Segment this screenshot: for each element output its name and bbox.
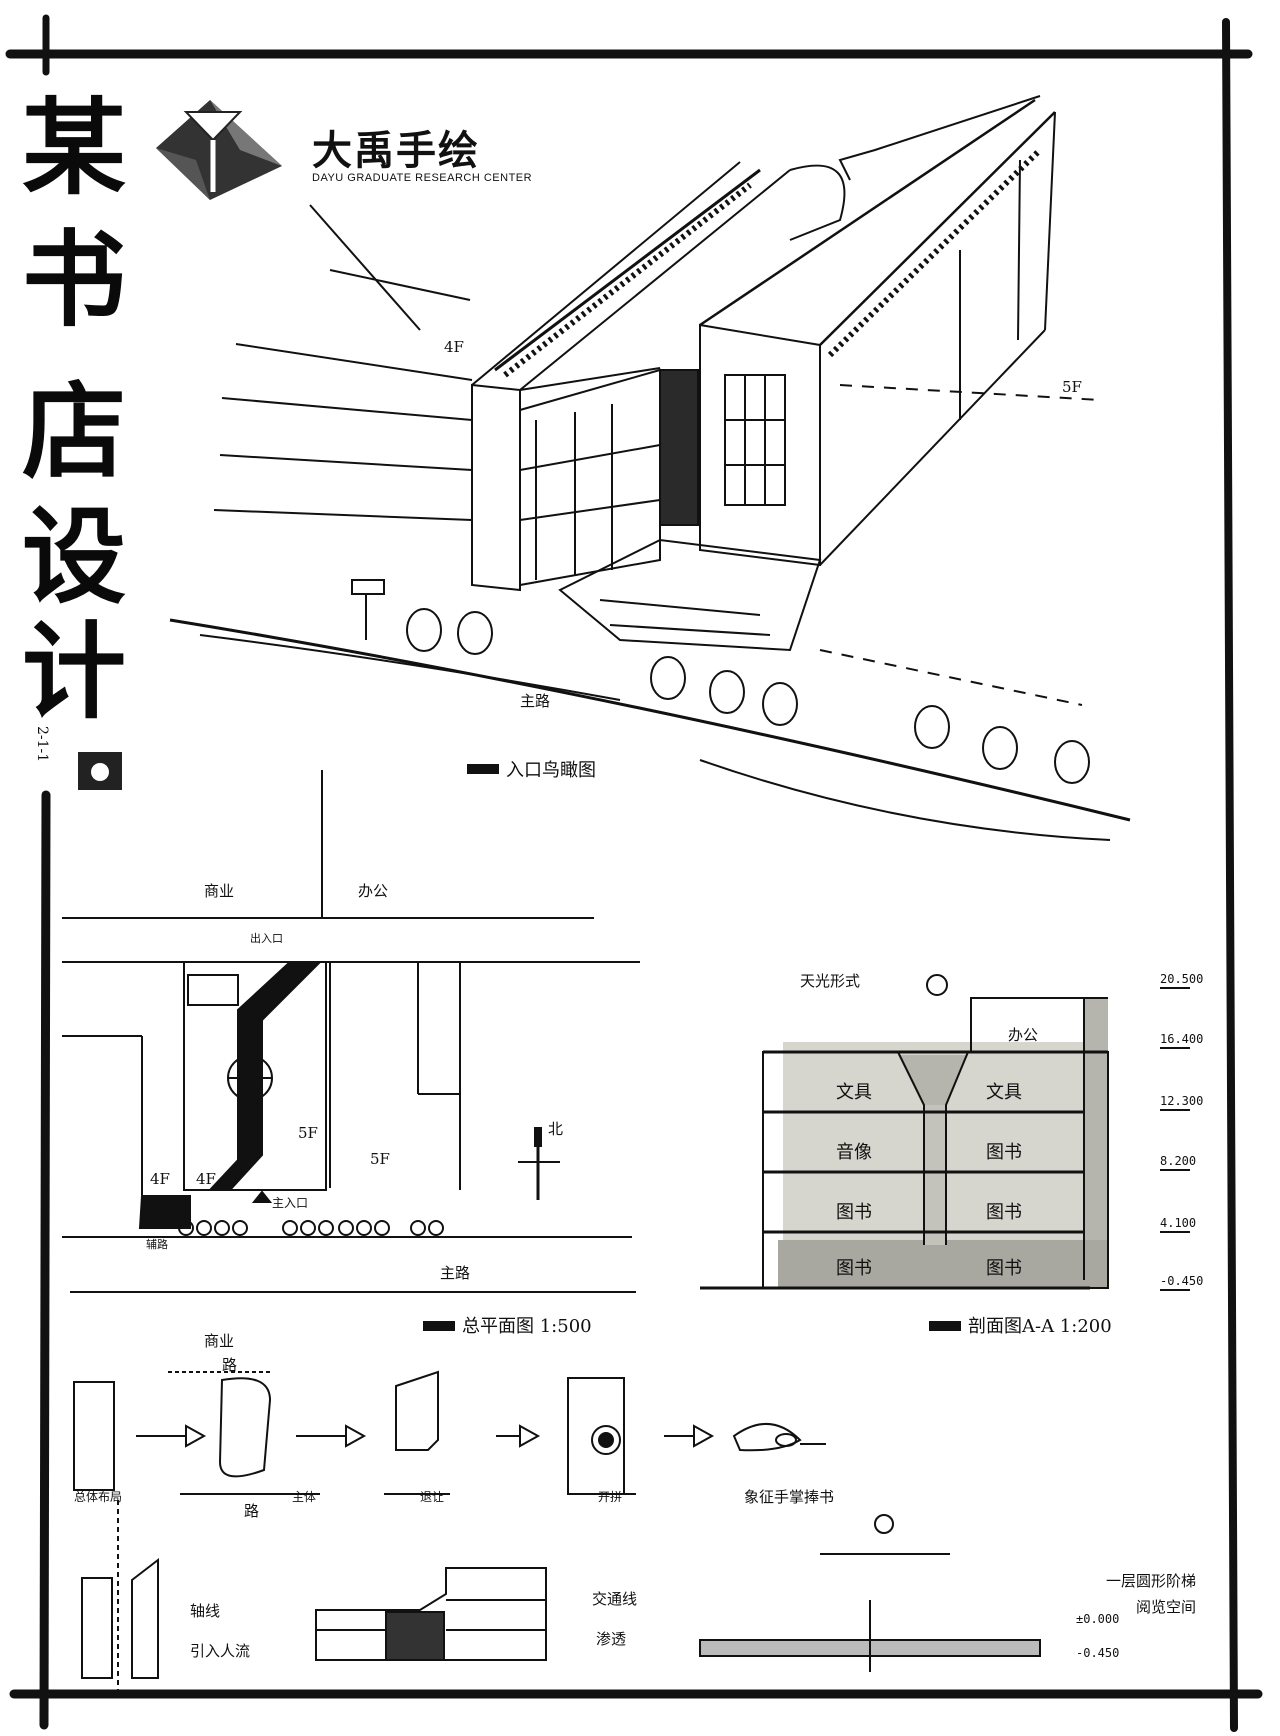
concept-interior-label: 一层圆形阶梯 xyxy=(1106,1572,1197,1590)
section-room-6: 图书 xyxy=(986,1202,1022,1223)
logo-mark xyxy=(156,100,282,200)
title-char-4: 设 xyxy=(22,495,127,618)
concept-top-label: 商业 xyxy=(204,1332,235,1350)
site-label-office: 办公 xyxy=(358,882,389,900)
elevation-1: 20.500 xyxy=(1160,972,1204,986)
elevation-2: 16.400 xyxy=(1160,1032,1204,1046)
concept-flow-label: 交通线 xyxy=(592,1590,638,1608)
site-label-5f: 5F xyxy=(370,1150,390,1168)
section-room-2: 文具 xyxy=(986,1082,1022,1103)
concept-label-1: 总体布局 xyxy=(74,1490,123,1504)
site-plan-drawing xyxy=(62,770,640,1331)
section-room-7: 图书 xyxy=(836,1258,872,1279)
elevation-4: 8.200 xyxy=(1160,1154,1197,1168)
elevation-6: -0.450 xyxy=(1160,1274,1204,1288)
site-plan-caption: 总平面图 1:500 xyxy=(462,1316,592,1337)
section-room-5: 图书 xyxy=(836,1202,872,1223)
section-room-4: 图书 xyxy=(986,1142,1022,1163)
concept-axis-sub: 引入人流 xyxy=(190,1642,251,1660)
perspective-road-label: 主路 xyxy=(520,692,551,710)
sheet-number: 2-1-1 xyxy=(34,726,50,763)
section-light-label: 天光形式 xyxy=(800,972,861,990)
site-road-label: 主路 xyxy=(440,1264,471,1282)
concept-drawings xyxy=(73,1370,1041,1690)
title-char-5: 计 xyxy=(22,610,127,733)
site-label-5f-inner: 5F xyxy=(298,1124,318,1142)
title-char-3: 店 xyxy=(22,370,127,493)
north-label: 北 xyxy=(548,1120,564,1138)
concept-interior-sub: 阅览空间 xyxy=(1136,1598,1197,1616)
site-entrance-label: 主入口 xyxy=(272,1196,309,1210)
site-label-commercial: 商业 xyxy=(204,882,235,900)
perspective-floor-5f: 5F xyxy=(1062,378,1082,396)
perspective-floor-4f: 4F xyxy=(444,338,464,356)
site-label-4f-left: 4F xyxy=(150,1170,170,1188)
logo-subtitle: DAYU GRADUATE RESEARCH CENTER xyxy=(312,172,533,184)
title-char-2: 书 xyxy=(22,218,127,341)
site-side-road: 辅路 xyxy=(146,1238,168,1251)
elevation-5: 4.100 xyxy=(1160,1216,1197,1230)
site-label-4f: 4F xyxy=(196,1170,216,1188)
section-drawing xyxy=(700,974,1190,1331)
section-room-1: 文具 xyxy=(836,1082,872,1103)
concept-road-mark: 路 xyxy=(222,1356,238,1374)
concept-axis-label: 轴线 xyxy=(190,1602,221,1620)
concept-label-4: 退让 xyxy=(420,1490,445,1504)
concept-label-5: 开拼 xyxy=(598,1490,623,1504)
perspective-drawing xyxy=(169,95,1131,841)
title-char-1: 某 xyxy=(22,86,127,209)
perspective-caption: 入口鸟瞰图 xyxy=(506,760,596,781)
frame-right-line xyxy=(1222,18,1238,1732)
frame-left-line xyxy=(39,790,51,1730)
logo-name: 大禹手绘 xyxy=(312,129,480,173)
section-room-office: 办公 xyxy=(1008,1026,1039,1044)
section-room-3: 音像 xyxy=(836,1142,872,1163)
section-room-8: 图书 xyxy=(986,1258,1022,1279)
site-top-mark: 出入口 xyxy=(250,932,283,945)
concept-label-3: 主体 xyxy=(292,1490,317,1504)
concept-flow-sub: 渗透 xyxy=(596,1630,627,1648)
concept-label-2: 路 xyxy=(244,1502,260,1520)
concept-gesture-caption: 象征手掌捧书 xyxy=(744,1488,835,1506)
concept-elev-b: -0.450 xyxy=(1076,1646,1120,1660)
elevation-3: 12.300 xyxy=(1160,1094,1204,1108)
section-caption: 剖面图A-A 1:200 xyxy=(968,1316,1112,1337)
concept-elev-a: ±0.000 xyxy=(1076,1612,1120,1626)
